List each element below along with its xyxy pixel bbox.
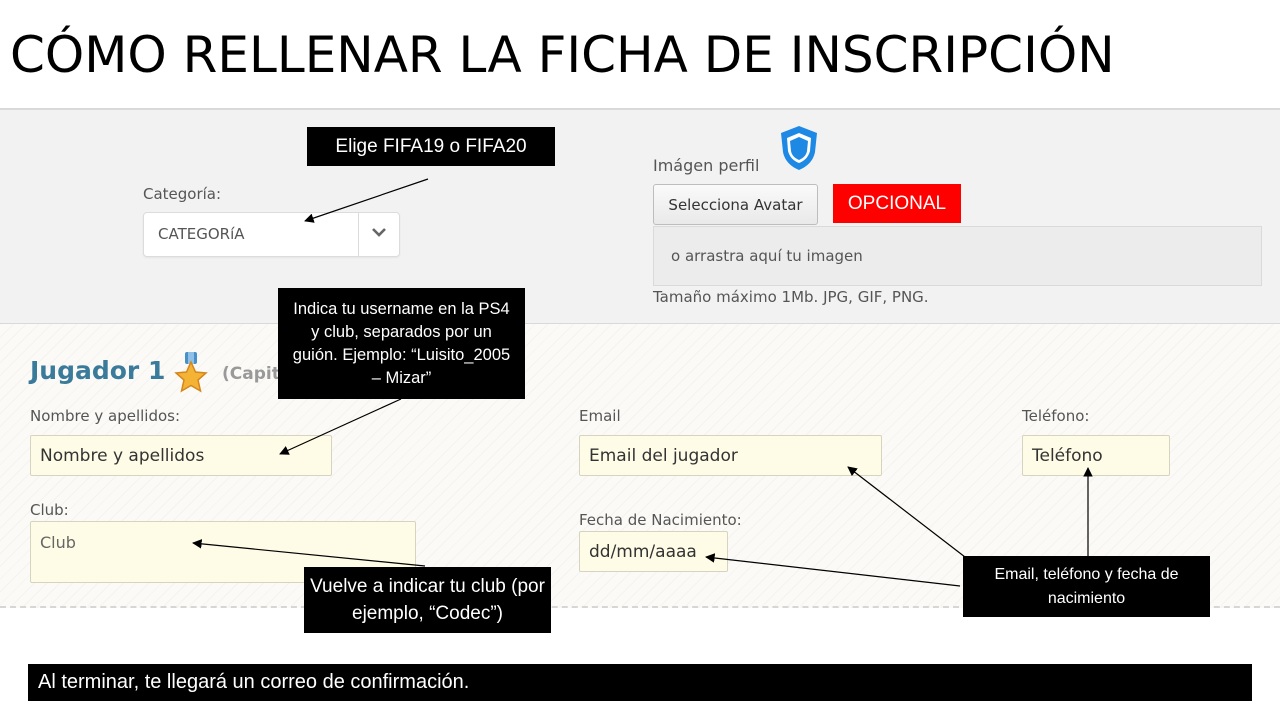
player-subtitle: (Capit <box>222 364 280 384</box>
fecha-label: Fecha de Nacimiento: <box>579 511 742 529</box>
callout-club: Vuelve a indicar tu club (por ejemplo, “… <box>304 567 551 633</box>
star-medal-icon <box>172 350 210 400</box>
callout-fifa: Elige FIFA19 o FIFA20 <box>307 127 555 166</box>
imagen-perfil-label: Imágen perfil <box>653 156 760 175</box>
telefono-label: Teléfono: <box>1022 407 1090 425</box>
size-note: Tamaño máximo 1Mb. JPG, GIF, PNG. <box>653 288 929 306</box>
slide-title: CÓMO RELLENAR LA FICHA DE INSCRIPCIÓN <box>10 26 1115 84</box>
telefono-input[interactable]: Teléfono <box>1022 435 1170 476</box>
callout-opcional: OPCIONAL <box>833 184 961 223</box>
drop-zone-text: o arrastra aquí tu imagen <box>671 247 863 265</box>
categoria-select[interactable]: CATEGORíA <box>143 212 400 257</box>
categoria-label: Categoría: <box>143 185 222 203</box>
fecha-input[interactable]: dd/mm/aaaa <box>579 531 728 572</box>
club-label: Club: <box>30 501 69 519</box>
chevron-down-icon[interactable] <box>370 223 388 246</box>
email-input[interactable]: Email del jugador <box>579 435 882 476</box>
image-drop-zone[interactable]: o arrastra aquí tu imagen <box>653 226 1262 286</box>
categoria-select-value: CATEGORíA <box>158 225 245 243</box>
callout-username: Indica tu username en la PS4 y club, sep… <box>278 288 525 399</box>
shield-icon <box>778 124 820 176</box>
email-label: Email <box>579 407 621 425</box>
nombre-label: Nombre y apellidos: <box>30 407 181 425</box>
select-divider <box>358 213 359 256</box>
player-title: Jugador 1 <box>30 356 166 385</box>
nombre-input[interactable]: Nombre y apellidos <box>30 435 332 476</box>
footer-note: Al terminar, te llegará un correo de con… <box>28 664 1252 701</box>
select-avatar-button[interactable]: Selecciona Avatar <box>653 184 818 225</box>
callout-contacto: Email, teléfono y fecha de nacimiento <box>963 556 1210 617</box>
